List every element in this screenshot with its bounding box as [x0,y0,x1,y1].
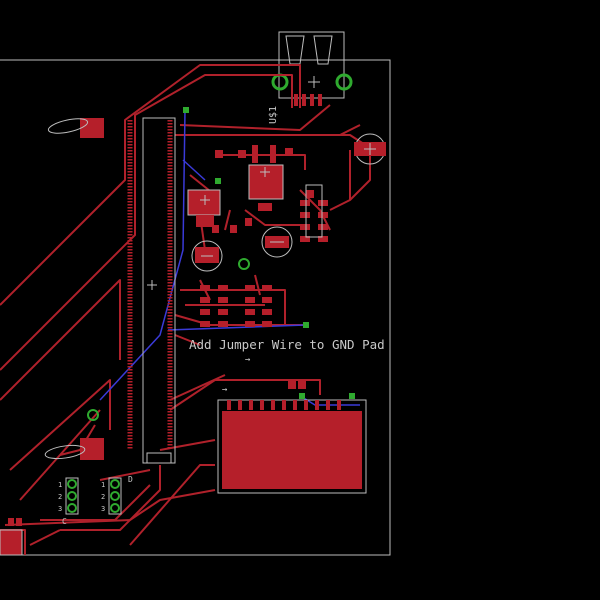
voltage-regulator-2[interactable] [248,145,284,211]
svg-text:2: 2 [101,493,105,501]
capacitor-middle[interactable] [261,226,293,258]
resistor-array-middle-right[interactable] [245,285,272,327]
svg-text:1: 1 [101,481,105,489]
svg-text:1: 1 [58,481,62,489]
resistor-array-middle-left[interactable] [200,285,228,327]
svg-text:D: D [128,475,133,484]
svg-text:3: 3 [101,505,105,513]
vias [87,107,355,421]
arrow-marker: → [245,355,251,365]
jumper-note-label: Add Jumper Wire to GND Pad [189,337,385,352]
resistor-array-right[interactable] [300,184,328,242]
usb-mount-hole-right [335,73,353,91]
header-a[interactable]: 1 2 3 C [58,477,79,526]
svg-text:C: C [62,517,67,526]
usb-mount-hole-left [271,73,289,91]
edge-connector[interactable] [127,117,176,464]
mounting-pads [44,118,104,460]
passive-pads [212,148,314,389]
voltage-regulator-1[interactable] [187,189,221,227]
bottom-left-component[interactable] [0,518,23,556]
board-outline [0,59,391,556]
usb-connector[interactable]: U$1 [268,31,353,124]
svg-text:3: 3 [58,505,62,513]
sd-card-socket[interactable] [217,399,367,494]
arrow-marker-small: → [222,385,228,395]
header-b[interactable]: 1 2 3 D [101,475,133,515]
usb-part-label: U$1 [268,106,279,124]
capacitor-left[interactable] [191,240,223,272]
capacitor-top-right[interactable] [354,133,386,165]
svg-text:2: 2 [58,493,62,501]
